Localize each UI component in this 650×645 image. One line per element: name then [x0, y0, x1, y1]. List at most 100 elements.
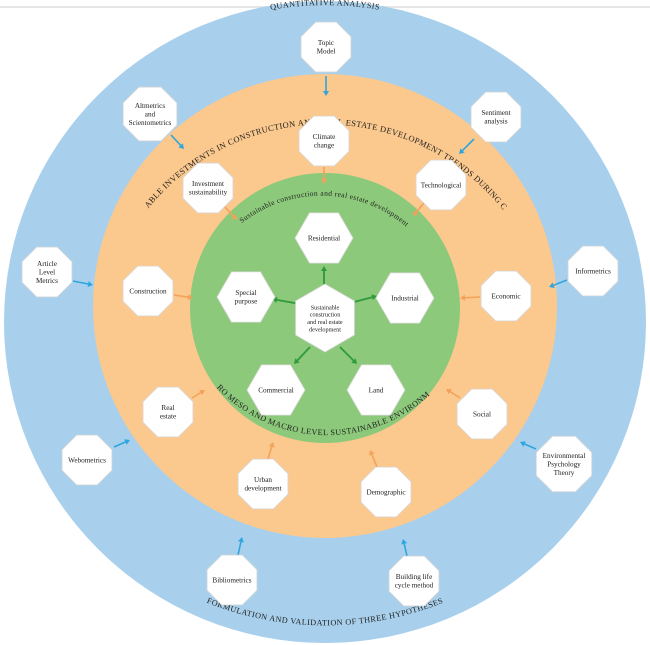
node-label-special-purpose: purpose [235, 298, 258, 306]
node-informetrics: Informetrics [567, 245, 619, 297]
node-shape-webometrics [61, 434, 113, 486]
node-shape-center [295, 283, 355, 353]
node-label-sentiment-analysis: Sentiment [481, 109, 510, 117]
arrow-investment-sustainability [224, 206, 237, 220]
arrow-webometrics [113, 439, 130, 448]
arrow-bibliometrics [237, 537, 244, 556]
nodes-layer: TopicModelSentimentanalysisInformetricsE… [21, 21, 619, 607]
node-label-special-purpose: Special [235, 289, 256, 297]
node-label-urban-development: Urban [254, 476, 272, 484]
node-label-environmental-psychology-theory: Theory [554, 469, 575, 477]
node-label-real-estate: Real [161, 404, 174, 412]
node-bibliometrics: Bibliometrics [206, 554, 258, 606]
node-label-demographic: Demographic [366, 488, 405, 496]
node-label-social: Social [473, 410, 491, 418]
node-shape-residential [294, 212, 354, 264]
node-shape-industrial [375, 272, 435, 324]
arrow-climate-change [321, 167, 327, 184]
outer-ring-top-label: QUANTITATIVE ANALYSIS [269, 0, 380, 12]
node-economic: Economic [480, 270, 532, 322]
node-label-building-life-cycle-method: Building life [396, 573, 433, 581]
node-shape-climate-change [298, 115, 350, 167]
arrow-social [446, 389, 461, 399]
node-label-webometrics: Webometrics [68, 456, 106, 464]
node-shape-real-estate [142, 386, 194, 438]
node-label-construction: Construction [129, 287, 167, 295]
node-label-economic: Economic [491, 292, 520, 300]
arrow-demographic [369, 450, 378, 468]
node-label-center: development [309, 327, 341, 334]
node-label-topic-model: Model [317, 48, 336, 56]
node-social: Social [456, 388, 508, 440]
node-shape-environmental-psychology-theory [535, 435, 593, 493]
node-label-climate-change: change [314, 142, 334, 150]
node-shape-commercial [246, 364, 306, 416]
node-label-article-level-metrics: Level [39, 268, 55, 276]
node-label-real-estate: estate [160, 413, 176, 421]
node-label-altmetrics-scientometrics: and [145, 110, 156, 118]
node-shape-economic [480, 270, 532, 322]
node-shape-technological [415, 159, 467, 211]
node-label-article-level-metrics: Metrics [36, 277, 58, 285]
node-label-altmetrics-scientometrics: Altmetrics [135, 102, 166, 110]
node-label-center: construction [310, 312, 341, 319]
node-shape-land [346, 364, 406, 416]
node-label-investment-sustainability: sustainability [189, 189, 228, 197]
node-label-industrial: Industrial [391, 294, 419, 302]
arrow-construction [173, 294, 193, 301]
node-webometrics: Webometrics [61, 434, 113, 486]
node-residential: Residential [294, 212, 354, 264]
node-shape-special-purpose [216, 271, 276, 323]
node-label-center: and real estate [307, 319, 343, 326]
node-shape-article-level-metrics [21, 246, 73, 298]
node-shape-bibliometrics [206, 554, 258, 606]
node-label-altmetrics-scientometrics: Scientometrics [129, 119, 172, 127]
node-label-environmental-psychology-theory: Psychology [547, 460, 581, 468]
node-label-bibliometrics: Bibliometrics [212, 576, 251, 584]
node-label-residential: Residential [308, 234, 340, 242]
node-label-investment-sustainability: Investment [192, 180, 224, 188]
node-label-article-level-metrics: Article [37, 260, 57, 268]
arrow-urban-development [267, 442, 275, 460]
node-label-informetrics: Informetrics [575, 267, 611, 275]
arrow-building-life-cycle-method [401, 539, 408, 557]
node-industrial: Industrial [375, 272, 435, 324]
node-label-center: Sustainable [311, 304, 340, 311]
arrow-technological [413, 202, 425, 216]
node-commercial: Commercial [246, 364, 306, 416]
node-label-land: Land [369, 386, 384, 394]
node-label-commercial: Commercial [258, 386, 294, 394]
node-land: Land [346, 364, 406, 416]
arrow-article-level-metrics [72, 280, 93, 287]
arrow-informetrics [549, 279, 568, 288]
node-shape-urban-development [237, 458, 289, 510]
node-shape-sentiment-analysis [470, 91, 522, 143]
node-shape-building-life-cycle-method [388, 555, 440, 607]
node-demographic: Demographic [360, 466, 412, 518]
arrow-commercial [294, 346, 311, 364]
arrow-sentiment-analysis [459, 138, 475, 154]
node-shape-social [456, 388, 508, 440]
node-shape-demographic [360, 466, 412, 518]
node-shape-investment-sustainability [182, 162, 234, 214]
node-label-sentiment-analysis: analysis [484, 118, 507, 126]
node-shape-construction [122, 265, 174, 317]
node-construction: Construction [122, 265, 174, 317]
arrow-land [339, 346, 357, 364]
node-shape-informetrics [567, 245, 619, 297]
arrows-layer [72, 76, 568, 557]
node-label-technological: Technological [421, 181, 462, 189]
node-label-building-life-cycle-method: cycle method [395, 582, 434, 590]
arrow-topic-model [323, 76, 329, 96]
